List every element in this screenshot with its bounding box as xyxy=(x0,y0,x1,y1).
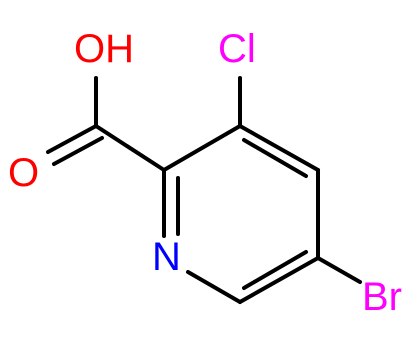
bond-c5-c6-inner xyxy=(242,250,308,290)
bond-c2-carboxyl xyxy=(94,124,166,172)
bond-c3-c4-inner xyxy=(242,138,308,178)
hydroxyl-label: OH xyxy=(74,27,134,71)
chlorine-label: Cl xyxy=(218,27,256,71)
bond-carboxyl-o-double-a xyxy=(46,124,98,154)
nitrogen-label: N xyxy=(152,235,181,279)
bond-carboxyl-o-double-b xyxy=(52,136,104,166)
bond-c6-n xyxy=(186,270,242,304)
bromine-label: Br xyxy=(362,275,402,319)
bond-c2-c3 xyxy=(162,124,242,172)
bonds xyxy=(46,76,362,304)
bond-c3-c4 xyxy=(238,124,320,172)
carbonyl-oxygen-label: O xyxy=(8,151,39,195)
bond-c5-c6 xyxy=(238,256,320,304)
bond-c4... br xyxy=(316,256,362,284)
